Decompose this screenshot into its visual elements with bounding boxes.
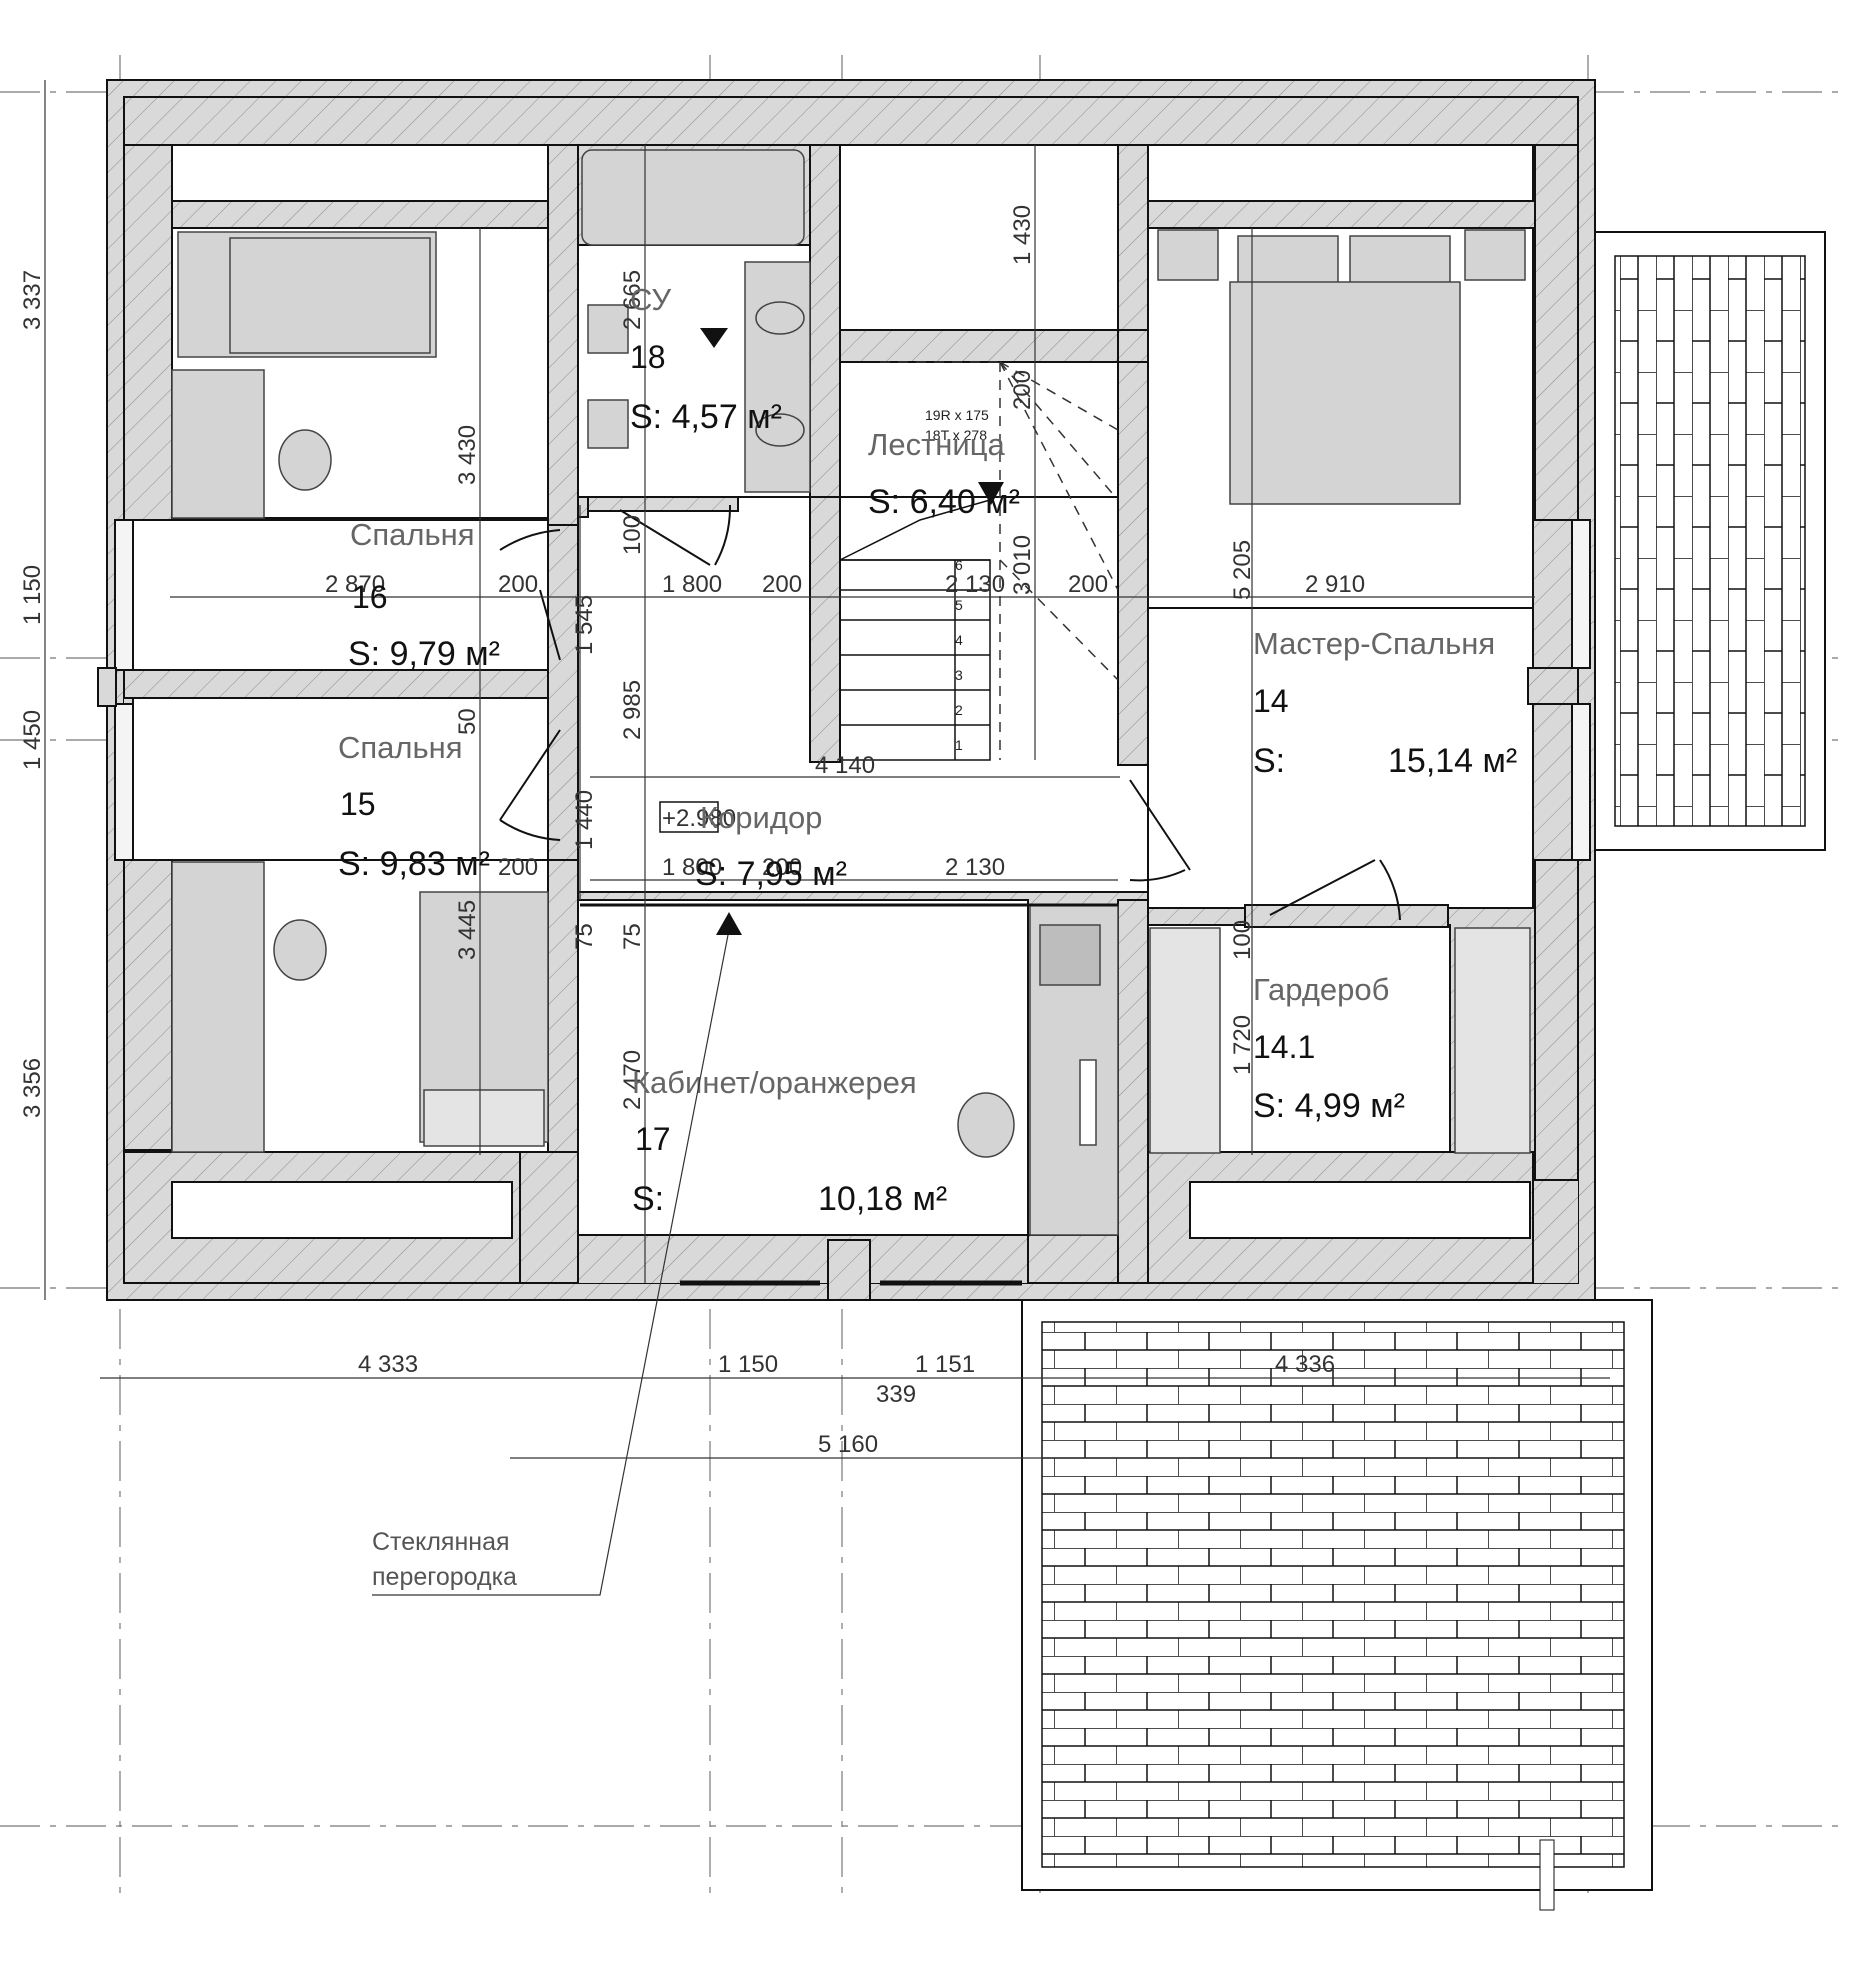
corridor-level: +2.980 xyxy=(662,805,736,832)
dim-h1-1: 2 870 xyxy=(325,571,385,598)
stair-step-4: 4 xyxy=(955,632,963,648)
stair-spec: 19R x 175 xyxy=(925,407,989,423)
dim-h3: 4 140 xyxy=(815,752,875,779)
office-number: 17 xyxy=(635,1121,671,1157)
corridor-area: S: 7,95 м² xyxy=(695,855,847,893)
dim-v-14: 3 010 xyxy=(1009,535,1036,595)
furniture xyxy=(171,149,1531,1236)
dim-v-9: 75 xyxy=(571,923,598,950)
dim-bottom-4: 4 336 xyxy=(1275,1351,1335,1378)
dim-bottom-extra: 339 xyxy=(876,1381,916,1408)
office-area-value: 10,18 м² xyxy=(818,1180,947,1218)
dim-v-5: 2 985 xyxy=(619,680,646,740)
dim-h2-1: 200 xyxy=(498,854,538,881)
bedroom15-area: S: 9,83 м² xyxy=(338,845,490,883)
dim-v-15: 5 205 xyxy=(1229,540,1256,600)
dim-left-2: 1 150 xyxy=(19,565,46,625)
office-name: Кабинет/оранжерея xyxy=(632,1065,917,1100)
wardrobe-area: S: 4,99 м² xyxy=(1253,1087,1405,1125)
bathroom-name: СУ xyxy=(630,282,671,317)
dim-v-10: 75 xyxy=(619,923,646,950)
doors xyxy=(499,504,1401,921)
dim-v-8: 1 440 xyxy=(571,790,598,850)
dim-v-2: 3 445 xyxy=(454,900,481,960)
wardrobe-name: Гардероб xyxy=(1253,972,1389,1007)
dim-left-4: 3 356 xyxy=(19,1058,46,1118)
dim-v-6: 1 545 xyxy=(571,595,598,655)
master-area-prefix: S: xyxy=(1253,742,1285,780)
dim-v-11: 2 470 xyxy=(619,1050,646,1110)
dim-v-3: 2 665 xyxy=(619,270,646,330)
windows xyxy=(97,144,1591,1301)
dimension-lines xyxy=(44,80,1610,1459)
dim-h1-3: 1 800 xyxy=(662,571,722,598)
stair-flight xyxy=(839,361,1119,761)
corridor-name: Коридор xyxy=(700,800,822,835)
stair-step-1: 1 xyxy=(955,737,963,753)
dim-h2-3: 200 xyxy=(762,854,802,881)
office-area-prefix: S: xyxy=(632,1180,664,1218)
glass-note-line2: перегородка xyxy=(372,1563,517,1591)
dim-h1-4: 200 xyxy=(762,571,802,598)
bathroom-area: S: 4,57 м² xyxy=(630,398,782,436)
dim-bottom-5: 5 160 xyxy=(818,1431,878,1458)
stair-step-3: 3 xyxy=(955,667,963,683)
dim-v-12: 1 430 xyxy=(1009,205,1036,265)
wardrobe-number: 14.1 xyxy=(1253,1029,1315,1065)
section-marker-bottom xyxy=(716,912,742,935)
stair-step-6: 6 xyxy=(955,557,963,573)
stair-spec-2: 18T x 278 xyxy=(925,427,987,443)
bedroom15-name: Спальня xyxy=(338,730,463,765)
dim-v-16: 100 xyxy=(1229,920,1256,960)
section-marker-top xyxy=(700,328,728,348)
level-marker-box xyxy=(659,801,719,833)
dim-h1-2: 200 xyxy=(498,571,538,598)
dim-v-13: 200 xyxy=(1009,370,1036,410)
dim-bottom-1: 4 333 xyxy=(358,1351,418,1378)
bedroom16-number: 16 xyxy=(352,579,388,615)
terrace xyxy=(1021,231,1826,1911)
dim-left-3: 1 450 xyxy=(19,710,46,770)
master-area-value: 15,14 м² xyxy=(1388,742,1517,780)
dim-h1-5: 2 130 xyxy=(945,571,1005,598)
dim-h1-7: 2 910 xyxy=(1305,571,1365,598)
dim-h2-2: 1 800 xyxy=(662,854,722,881)
dim-h1-6: 200 xyxy=(1068,571,1108,598)
master-name: Мастер-Спальня xyxy=(1253,626,1495,661)
glass-note-leader xyxy=(372,934,729,1596)
stair-step-5: 5 xyxy=(955,597,963,613)
dim-h2-4: 2 130 xyxy=(945,854,1005,881)
master-number: 14 xyxy=(1253,683,1289,719)
bathroom-number: 18 xyxy=(630,339,666,375)
bedroom16-name: Спальня xyxy=(350,517,475,552)
dim-bottom-3: 1 151 xyxy=(915,1351,975,1378)
dim-bottom-2: 1 150 xyxy=(718,1351,778,1378)
stairs-name: Лестница xyxy=(868,427,1005,462)
dim-v-1: 3 430 xyxy=(454,425,481,485)
bedroom15-number: 15 xyxy=(340,786,376,822)
bedroom16-area: S: 9,79 м² xyxy=(348,635,500,673)
dim-v-17: 1 720 xyxy=(1229,1015,1256,1075)
stairs-arrow xyxy=(978,482,1004,505)
dim-v-7: 50 xyxy=(454,708,481,735)
dim-left-1: 3 337 xyxy=(19,270,46,330)
stair-step-2: 2 xyxy=(955,702,963,718)
glass-note-line1: Стеклянная xyxy=(372,1528,510,1556)
dim-v-4: 100 xyxy=(619,515,646,555)
